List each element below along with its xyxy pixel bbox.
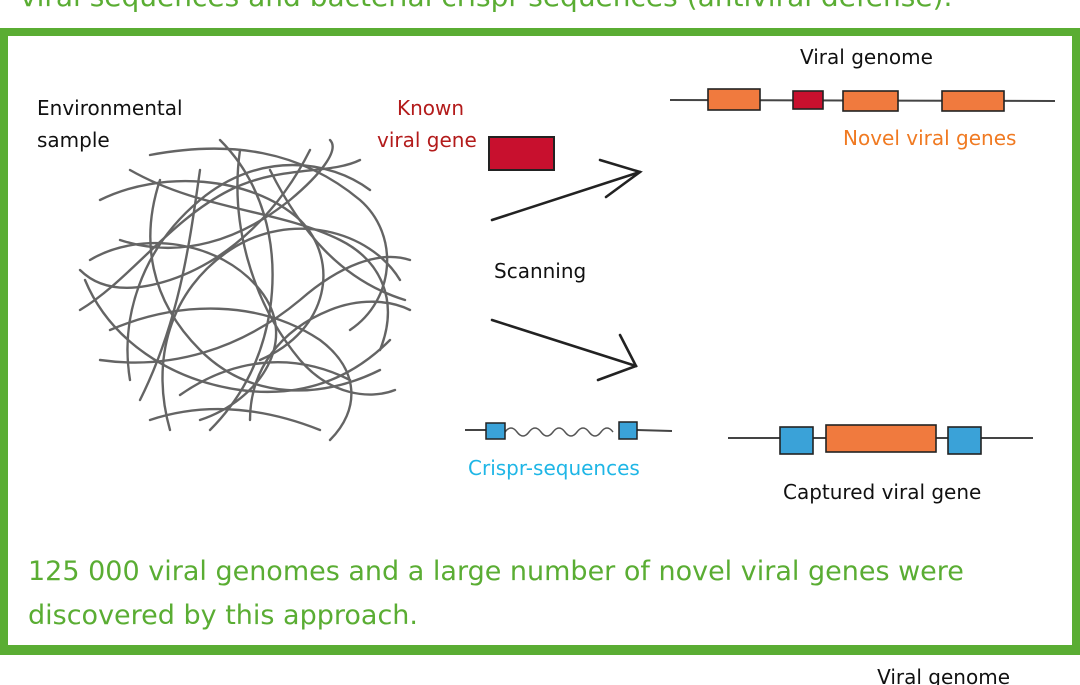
crispr-repeat-block [485,422,506,440]
novel-viral-gene-block [941,90,1005,112]
header-cut-text: viral sequences and bacterial crispr-seq… [20,0,952,13]
captured-gene-track [728,424,1033,455]
sample-label-line1: Environmental [37,96,183,120]
footer-cut-text: Viral genome [877,665,1010,685]
arrow-down-right-icon [490,318,638,382]
captured-viral-gene-block [825,424,937,453]
summary-line2: discovered by this approach. [28,600,418,631]
crispr-repeat-block [618,421,638,440]
known-gene-label-line1: Known [397,96,465,120]
viral-genome-track [669,88,1056,112]
crispr-repeat-block [779,426,814,455]
known-viral-gene-block [488,136,555,171]
crispr-repeat-block [947,426,982,455]
sample-label-line2: sample [37,128,110,152]
arrow-up-right-icon [490,158,643,222]
scanning-label: Scanning [494,259,587,283]
summary-line1: 125 000 viral genomes and a large number… [28,556,964,587]
footer-bar: Viral genome [0,645,1080,685]
viral-genome-label: Viral genome [800,45,933,69]
captured-gene-label: Captured viral gene [783,480,982,504]
novel-genes-label: Novel viral genes [843,126,1017,150]
novel-viral-gene-block [842,90,899,112]
summary-text: 125 000 viral genomes and a large number… [28,550,1058,638]
known-viral-gene-block [792,90,824,110]
novel-viral-gene-block [707,88,761,111]
tangled-sequences-icon [78,138,412,442]
header-bar: viral sequences and bacterial crispr-seq… [0,0,1080,36]
known-gene-label-line2: viral gene [377,128,477,152]
crispr-label: Crispr-sequences [468,456,640,480]
crispr-sequence-track [465,421,673,440]
